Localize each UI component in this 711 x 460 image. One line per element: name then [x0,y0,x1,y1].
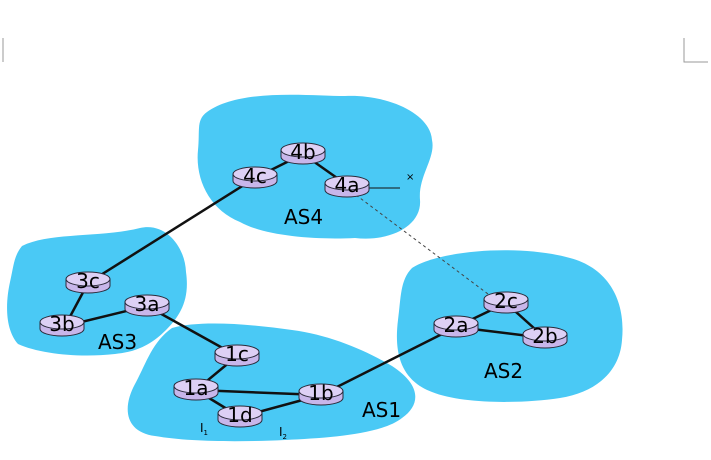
router-1d[interactable]: 1d [217,403,263,428]
router-label: 2c [494,289,518,313]
interface-label-1: I1 [200,421,208,437]
as2-label: AS2 [484,359,523,383]
router-2a[interactable]: 2a [433,313,479,338]
as4-cloud [197,94,433,239]
router-label: 4a [335,173,360,197]
interface-label-2: I2 [279,425,287,441]
page-corner-marks [2,38,708,63]
as1-cloud [127,323,416,442]
router-label: 2b [532,324,557,348]
dashed-link-4a-2c [355,194,497,301]
router-label: 1c [225,342,249,366]
link-4c-3c [87,176,256,285]
router-4a[interactable]: 4a [324,173,370,198]
router-3a[interactable]: 3a [124,292,170,317]
as4-label: AS4 [284,205,323,229]
router-label: 4b [290,140,315,164]
router-2b[interactable]: 2b [522,324,568,349]
router-label: 1d [227,403,252,427]
router-label: 3a [135,292,160,316]
router-3c[interactable]: 3c [65,269,111,294]
router-label: 2a [444,313,469,337]
as1-label: AS1 [362,398,401,422]
router-label: 3b [49,312,74,336]
router-4c[interactable]: 4c [232,164,278,189]
router-4b[interactable]: 4b [280,140,326,165]
router-label: 3c [76,269,100,293]
router-1c[interactable]: 1c [214,342,260,367]
link-1b-2a [320,325,457,397]
as3-label: AS3 [98,330,137,354]
destination-mark: × [406,172,414,183]
as2-cloud [396,250,623,402]
router-1b[interactable]: 1b [298,381,344,406]
router-1a[interactable]: 1a [173,376,219,401]
router-3b[interactable]: 3b [39,312,85,337]
router-label: 1b [308,381,333,405]
router-label: 1a [184,376,209,400]
router-2c[interactable]: 2c [483,289,529,314]
router-label: 4c [243,164,267,188]
